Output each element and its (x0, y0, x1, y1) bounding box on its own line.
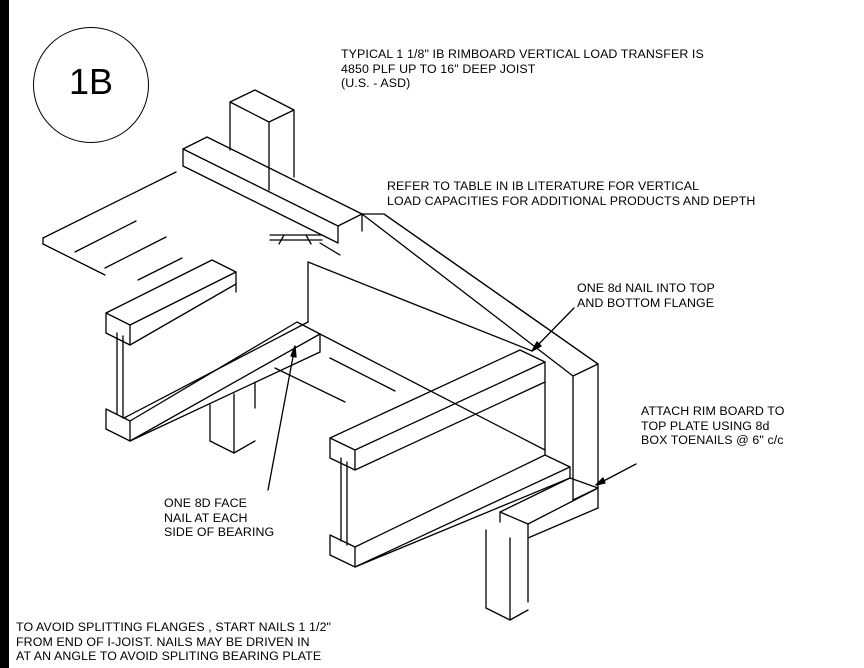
note-line: TO AVOID SPLITTING FLANGES , START NAILS… (16, 620, 332, 634)
left-bearing-post (209, 381, 256, 454)
note-rim-attach: ATTACH RIM BOARD TO TOP PLATE USING 8d B… (641, 404, 784, 448)
note-load-transfer: TYPICAL 1 1/8" IB RIMBOARD VERTICAL LOAD… (341, 47, 704, 91)
note-line: TOP PLATE USING 8d (641, 418, 770, 433)
detail-id-label: 1B (68, 61, 114, 102)
note-line: FROM END OF I-JOIST. NAILS MAY BE DRIVEN… (16, 634, 310, 649)
note-line: AND BOTTOM FLANGE (577, 295, 715, 310)
note-line: REFER TO TABLE IN IB LITERATURE FOR VERT… (387, 179, 700, 193)
leader-face-nail (267, 345, 297, 491)
leader-flange-nail (531, 307, 575, 352)
note-line: SIDE OF BEARING (164, 525, 275, 540)
subfloor-sheathing (42, 171, 183, 281)
top-plate-block (182, 136, 363, 244)
note-line: ATTACH RIM BOARD TO (641, 404, 785, 418)
note-line: LOAD CAPACITIES FOR ADDITIONAL PRODUCTS … (387, 193, 756, 208)
leader-rim-attach (595, 463, 637, 486)
rim-board (307, 213, 599, 501)
right-bearing-post (485, 529, 529, 621)
detail-id-badge: 1B (33, 27, 149, 143)
note-line: NAIL AT EACH (164, 510, 248, 525)
note-splitting: TO AVOID SPLITTING FLANGES , START NAILS… (16, 620, 331, 664)
right-bearing-plate (499, 477, 599, 539)
note-refer-table: REFER TO TABLE IN IB LITERATURE FOR VERT… (387, 179, 755, 208)
upper-wall-stud (229, 89, 295, 191)
right-i-joist (329, 349, 571, 568)
note-face-nail: ONE 8D FACE NAIL AT EACH SIDE OF BEARING (164, 496, 274, 540)
note-line: ONE 8d NAIL INTO TOP (577, 281, 715, 295)
note-line: (U.S. - ASD) (341, 76, 411, 91)
note-flange-nail: ONE 8d NAIL INTO TOP AND BOTTOM FLANGE (577, 281, 715, 310)
sheet-border-bar (0, 0, 9, 668)
left-i-joist (105, 259, 321, 442)
break-line-symbol (269, 234, 323, 245)
note-line: AT AN ANGLE TO AVOID SPLITING BEARING PL… (16, 649, 322, 664)
note-line: ONE 8D FACE (164, 496, 248, 510)
note-line: 4850 PLF UP TO 16" DEEP JOIST (341, 61, 536, 76)
joist-bay-lines (274, 261, 546, 451)
note-line: TYPICAL 1 1/8" IB RIMBOARD VERTICAL LOAD… (341, 47, 704, 61)
note-line: BOX TOENAILS @ 6" c/c (641, 433, 784, 448)
